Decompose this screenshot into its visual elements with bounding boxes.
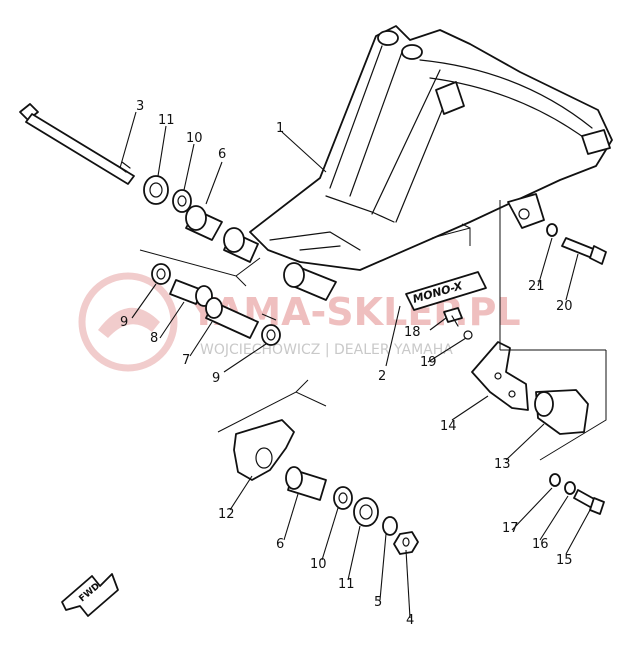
callout-4: 4 [406, 613, 414, 628]
watermark-logo-icon [78, 272, 178, 372]
pivot-shaft [19, 103, 135, 185]
watermark-subtitle: WOJCIECHOWICZ | DEALER YAMAHA [200, 342, 453, 358]
upper-bushings [143, 175, 337, 301]
swing-arm [249, 25, 613, 271]
chain-adjuster [233, 419, 295, 481]
callout-8: 8 [150, 331, 158, 346]
forward-arrow: FWD [61, 573, 119, 617]
callout-numbers: 1 2 3 4 5 6 6 7 8 9 9 10 10 11 11 12 13 … [120, 99, 573, 628]
chain-guide [534, 389, 589, 435]
callout-9a: 9 [120, 315, 128, 330]
callout-6b: 6 [276, 537, 284, 552]
lower-bushings [285, 466, 419, 555]
callout-6a: 6 [218, 147, 226, 162]
callout-21: 21 [528, 279, 545, 294]
callout-3: 3 [136, 99, 144, 114]
callout-1: 1 [276, 121, 284, 136]
callout-20: 20 [556, 299, 573, 314]
callout-18: 18 [404, 325, 421, 340]
lower-left-parts [151, 263, 281, 346]
callout-13: 13 [494, 457, 511, 472]
callout-2: 2 [378, 369, 386, 384]
callout-10a: 10 [186, 131, 203, 146]
callout-19: 19 [420, 355, 437, 370]
callout-11a: 11 [158, 113, 175, 128]
bolt-15 [549, 473, 605, 515]
callout-11b: 11 [338, 577, 355, 592]
callout-12: 12 [218, 507, 235, 522]
bolt-20 [546, 223, 607, 265]
callout-10b: 10 [310, 557, 327, 572]
callout-17: 17 [502, 521, 519, 536]
mount-bracket [471, 341, 529, 411]
assembly-lines [139, 200, 607, 461]
callout-15: 15 [556, 553, 573, 568]
callout-16: 16 [532, 537, 549, 552]
callout-9b: 9 [212, 371, 220, 386]
callout-5: 5 [374, 595, 382, 610]
callout-14: 14 [440, 419, 457, 434]
callout-7: 7 [182, 353, 190, 368]
small-screw [443, 307, 473, 340]
leader-lines [119, 111, 591, 619]
